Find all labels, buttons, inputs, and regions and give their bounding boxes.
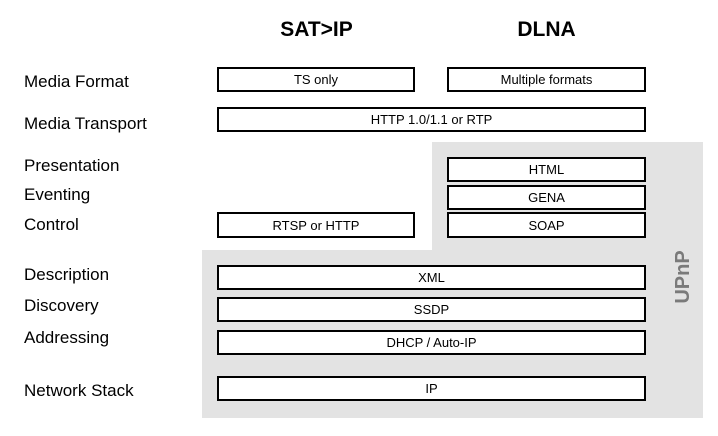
box-dhcp: DHCP / Auto-IP bbox=[217, 330, 646, 355]
box-xml: XML bbox=[217, 265, 646, 290]
row-label-discovery: Discovery bbox=[24, 296, 99, 315]
upnp-label: UPnP bbox=[672, 250, 694, 304]
satip-column-header: SAT>IP bbox=[280, 18, 353, 41]
box-multiple-formats: Multiple formats bbox=[447, 67, 646, 92]
row-label-network-stack: Network Stack bbox=[24, 381, 134, 400]
box-html: HTML bbox=[447, 157, 646, 182]
row-label-media-transport: Media Transport bbox=[24, 114, 147, 133]
row-label-media-format: Media Format bbox=[24, 72, 129, 91]
box-rtsp-http: RTSP or HTTP bbox=[217, 212, 415, 238]
row-label-addressing: Addressing bbox=[24, 328, 110, 347]
box-gena: GENA bbox=[447, 185, 646, 210]
box-ssdp: SSDP bbox=[217, 297, 646, 322]
row-label-control: Control bbox=[24, 215, 79, 234]
row-label-description: Description bbox=[24, 265, 110, 284]
row-label-presentation: Presentation bbox=[24, 156, 120, 175]
box-http-rtp: HTTP 1.0/1.1 or RTP bbox=[217, 107, 646, 132]
box-ip: IP bbox=[217, 376, 646, 401]
dlna-column-header: DLNA bbox=[517, 18, 576, 41]
box-ts-only: TS only bbox=[217, 67, 415, 92]
box-soap: SOAP bbox=[447, 212, 646, 238]
row-label-eventing: Eventing bbox=[24, 185, 91, 204]
